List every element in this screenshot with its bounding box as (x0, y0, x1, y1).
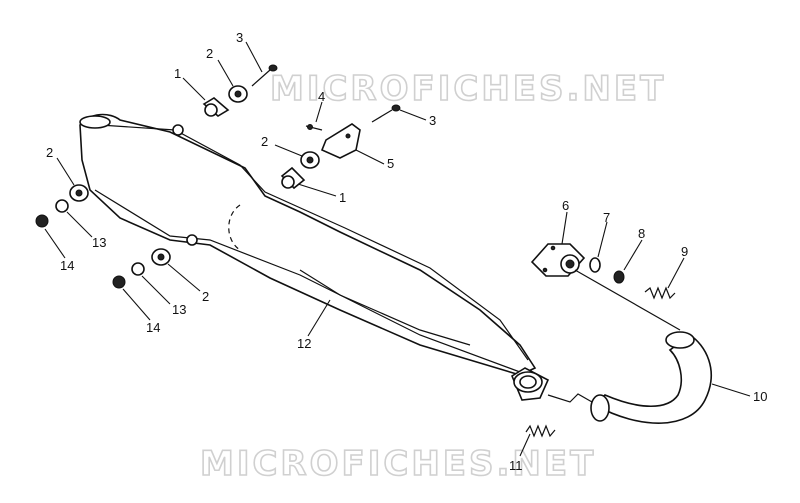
watermark-bottom: MICROFICHES.NET (200, 444, 596, 484)
spring-11[interactable] (525, 424, 556, 438)
muffler-body[interactable] (79, 113, 537, 376)
callout-2-upper: 2 (206, 46, 213, 61)
exhaust-head-pipe[interactable] (547, 331, 712, 424)
callout-10: 10 (753, 389, 767, 404)
spacer-1-lower[interactable] (280, 166, 306, 190)
bolt-3-lower[interactable] (371, 104, 401, 123)
nut-14-lower[interactable] (112, 275, 126, 289)
callout-6: 6 (562, 198, 569, 213)
spacer-1-upper[interactable] (202, 97, 230, 117)
callout-1-lower: 1 (339, 190, 346, 205)
nut-8[interactable] (613, 270, 625, 284)
grommet-2-lower[interactable] (151, 248, 171, 266)
muffler-outlet[interactable] (510, 367, 550, 401)
leader-lines (44, 41, 751, 457)
callout-12: 12 (297, 336, 311, 351)
callout-14-lower: 14 (146, 320, 160, 335)
watermark-top: MICROFICHES.NET (270, 69, 666, 109)
callout-11: 11 (509, 458, 523, 473)
spring-9[interactable] (644, 286, 676, 300)
grommet-2-left[interactable] (69, 184, 89, 202)
washer-13-lower[interactable] (131, 262, 145, 276)
grommet-2-middle[interactable] (300, 151, 320, 169)
screw-4[interactable] (305, 124, 323, 131)
bolt-3-upper[interactable] (251, 64, 278, 87)
washer-7[interactable] (589, 257, 601, 273)
exhaust-flange[interactable] (530, 243, 586, 277)
callout-13-lower: 13 (172, 302, 186, 317)
nut-14-left[interactable] (35, 214, 49, 228)
callout-13-left: 13 (92, 235, 106, 250)
callout-3-upper: 3 (236, 30, 243, 45)
callout-2-left: 2 (46, 145, 53, 160)
stud-line (574, 269, 681, 331)
callout-4: 4 (318, 89, 325, 104)
callout-2-lower: 2 (202, 289, 209, 304)
bracket-5[interactable] (320, 123, 361, 159)
grommet-2-upper[interactable] (228, 85, 248, 103)
callout-2-middle: 2 (261, 134, 268, 149)
callout-8: 8 (638, 226, 645, 241)
callout-labels: 1 2 3 4 3 2 5 1 2 13 14 2 13 14 12 6 7 8… (46, 30, 767, 473)
callout-9: 9 (681, 244, 688, 259)
callout-14-left: 14 (60, 258, 74, 273)
callout-1-upper: 1 (174, 66, 181, 81)
callout-5: 5 (387, 156, 394, 171)
callout-3-right: 3 (429, 113, 436, 128)
washer-13-left[interactable] (55, 199, 69, 213)
callout-7: 7 (603, 210, 610, 225)
